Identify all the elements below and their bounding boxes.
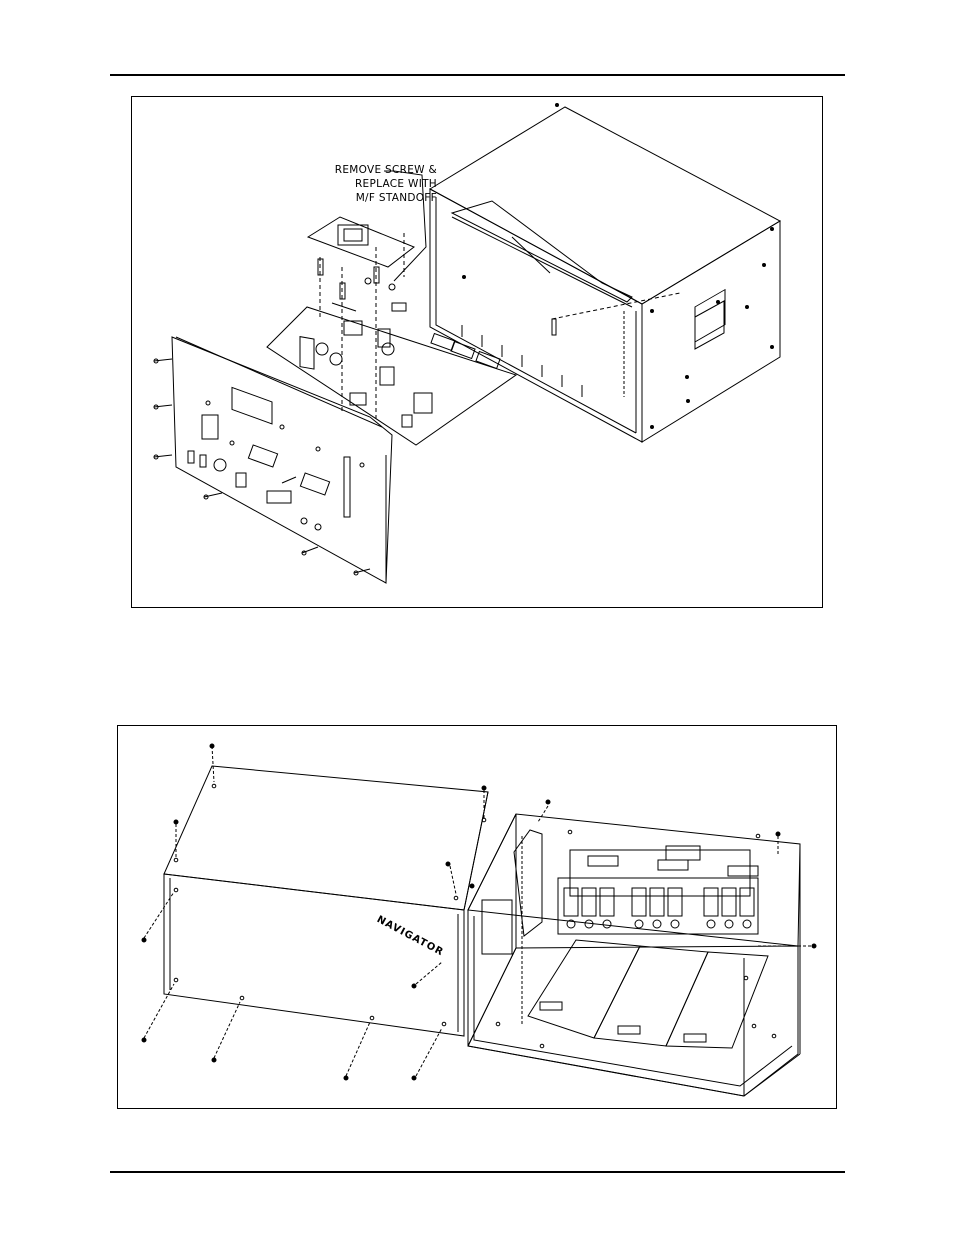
drawing-cover-removal [118, 726, 836, 1108]
top-cover [164, 766, 488, 1036]
screw-heads [142, 744, 816, 1080]
enclosure [430, 104, 780, 443]
callout-line-2: REPLACE WITH [287, 177, 437, 191]
front-panel [172, 337, 392, 583]
header-rule [110, 74, 845, 76]
chassis-open [468, 814, 800, 1096]
footer-rule [110, 1171, 845, 1173]
figure-exploded-cover: NAVIGATOR [117, 725, 837, 1109]
drawing-front-panel-assembly [132, 97, 822, 607]
callout-line-3: M/F STANDOFF [287, 191, 437, 205]
screws [154, 359, 370, 575]
callout-line-1: REMOVE SCREW & [287, 163, 437, 177]
daughter-board [308, 217, 414, 422]
main-circuit-board [267, 303, 516, 445]
callout-remove-screw: REMOVE SCREW & REPLACE WITH M/F STANDOFF [287, 163, 437, 205]
figure-exploded-front-panel: REMOVE SCREW & REPLACE WITH M/F STANDOFF [131, 96, 823, 608]
